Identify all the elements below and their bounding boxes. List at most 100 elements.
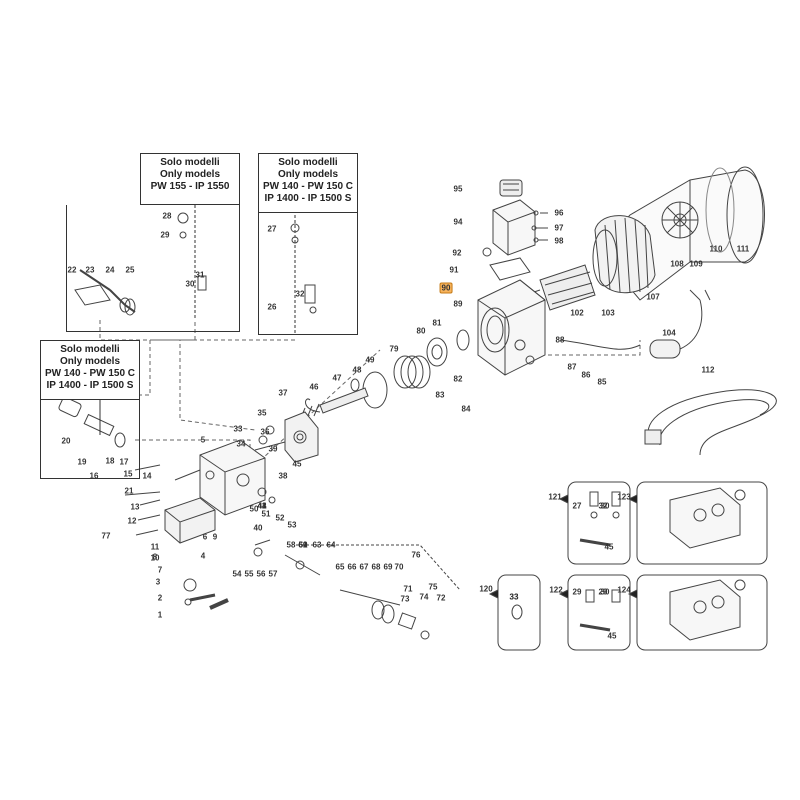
part-number-label: 43 — [257, 501, 267, 511]
part-number-label: 70 — [394, 562, 404, 572]
part-number-label: 75 — [428, 582, 438, 592]
part-number-label: 45 — [604, 542, 614, 552]
part-number-label: 88 — [555, 335, 565, 345]
stator — [592, 215, 656, 294]
part-number-label: 42 — [257, 501, 267, 511]
part-number-label: 104 — [662, 328, 676, 338]
part-number-label: 10 — [150, 553, 160, 563]
part-number-label: 51 — [261, 509, 271, 519]
part-number-label: 30 — [600, 587, 610, 597]
part-number-label: 71 — [403, 584, 413, 594]
kit-boxes — [488, 481, 768, 651]
part-number-label: 80 — [416, 326, 426, 336]
part-number-label: 14 — [142, 471, 152, 481]
part-number-label: 54 — [232, 569, 242, 579]
part-number-label: 37 — [278, 388, 288, 398]
small-parts-bottom — [253, 487, 461, 640]
part-number-label: 102 — [570, 308, 584, 318]
part-number-label: 110 — [709, 244, 723, 254]
callout-box-1-line-1: Solo modelli — [160, 157, 220, 168]
part-number-label: 30 — [185, 279, 195, 289]
part-number-label: 31 — [195, 270, 205, 280]
part-number-label: 124 — [617, 585, 631, 595]
part-number-label: 85 — [597, 377, 607, 387]
callout-box-2-area — [258, 212, 358, 335]
callout-box-2: Solo modelli Only models PW 140 - PW 150… — [258, 153, 358, 213]
part-number-label: 97 — [554, 223, 564, 233]
part-number-label: 66 — [347, 562, 357, 572]
manifold-block — [174, 439, 266, 516]
part-number-label: 19 — [77, 457, 87, 467]
part-number-label: 48 — [352, 365, 362, 375]
part-number-label: 15 — [123, 469, 133, 479]
part-number-label: 96 — [554, 208, 564, 218]
part-number-label: 55 — [244, 569, 254, 579]
part-number-label: 111 — [736, 244, 750, 254]
part-number-label: 33 — [509, 592, 519, 602]
part-number-label: 79 — [389, 344, 399, 354]
gasket — [489, 257, 531, 281]
unloader-valve — [58, 396, 126, 448]
part-number-label: 33 — [509, 592, 519, 602]
part-number-label: 57 — [268, 569, 278, 579]
part-number-label: 38 — [278, 471, 288, 481]
part-number-label: 3 — [155, 577, 161, 587]
power-cord — [644, 389, 777, 456]
part-number-label: 8 — [152, 552, 158, 562]
part-number-label: 36 — [260, 427, 270, 437]
part-number-label: 49 — [365, 355, 375, 365]
part-number-label: 4 — [200, 551, 206, 561]
part-number-label: 103 — [601, 308, 615, 318]
part-number-label: 1 — [157, 610, 163, 620]
part-number-label: 89 — [453, 299, 463, 309]
part-number-label: 69 — [383, 562, 393, 572]
part-number-label: 2 — [157, 593, 163, 603]
part-number-label: 34 — [236, 439, 246, 449]
part-number-label: 84 — [461, 404, 471, 414]
callout-box-3-line-2: Only models — [59, 356, 120, 367]
part-number-label: 91 — [449, 265, 459, 275]
part-number-label: 81 — [432, 318, 442, 328]
part-number-label: 7 — [157, 565, 163, 575]
part-number-label: 83 — [435, 390, 445, 400]
part-number-label: 22 — [67, 265, 77, 275]
part-number-label: 92 — [452, 248, 462, 258]
part-number-label: 95 — [453, 184, 463, 194]
part-number-label: 120 — [479, 584, 493, 594]
part-number-label: 77 — [101, 531, 111, 541]
part-number-label: 122 — [549, 585, 563, 595]
valve-plate — [164, 497, 216, 544]
switch-box — [482, 179, 536, 257]
part-number-label: 11 — [150, 542, 160, 552]
callout-box-1-line-2: Only models — [159, 169, 220, 180]
callout-box-3-line-4: IP 1400 - IP 1500 S — [46, 380, 134, 391]
part-number-label: 29 — [598, 587, 608, 597]
part-number-label: 30 — [600, 501, 610, 511]
part-number-label: 60 — [298, 540, 308, 550]
part-number-label: 39 — [268, 444, 278, 454]
part-number-label: 67 — [359, 562, 369, 572]
cooling-fan — [661, 201, 699, 239]
callout-box-2-line-1: Solo modelli — [278, 157, 338, 168]
part-number-label: 62 — [298, 540, 308, 550]
part-number-label: 108 — [670, 259, 684, 269]
callout-box-3-line-1: Solo modelli — [60, 344, 120, 355]
callout-box-2-line-4: IP 1400 - IP 1500 S — [264, 193, 352, 204]
part-number-label: 21 — [124, 486, 134, 496]
part-number-label: 17 — [119, 457, 129, 467]
part-number-label: 65 — [335, 562, 345, 572]
part-number-label: 72 — [436, 593, 446, 603]
callout-box-3-area — [40, 399, 140, 479]
part-number-label: 9 — [212, 532, 218, 542]
part-number-label: 56 — [256, 569, 266, 579]
callout-box-2-line-3: PW 140 - PW 150 C — [262, 181, 354, 192]
part-number-label: 47 — [332, 373, 342, 383]
part-number-label: 25 — [125, 265, 135, 275]
part-number-label: 123 — [617, 492, 631, 502]
crankcase — [477, 279, 546, 376]
part-number-label: 50 — [249, 504, 259, 514]
part-number-label: 24 — [105, 265, 115, 275]
part-number-label: 53 — [287, 520, 297, 530]
